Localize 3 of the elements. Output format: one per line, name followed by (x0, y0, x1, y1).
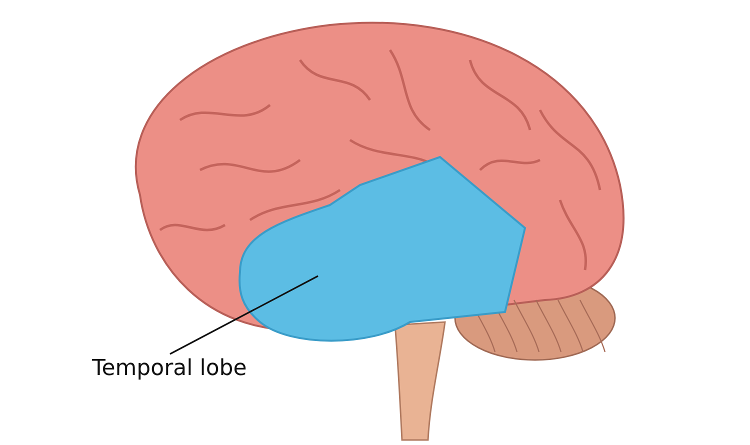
part-label: Temporal lobe (92, 356, 247, 381)
leader-line (170, 275, 318, 355)
temporal-lobe-region (238, 156, 526, 342)
